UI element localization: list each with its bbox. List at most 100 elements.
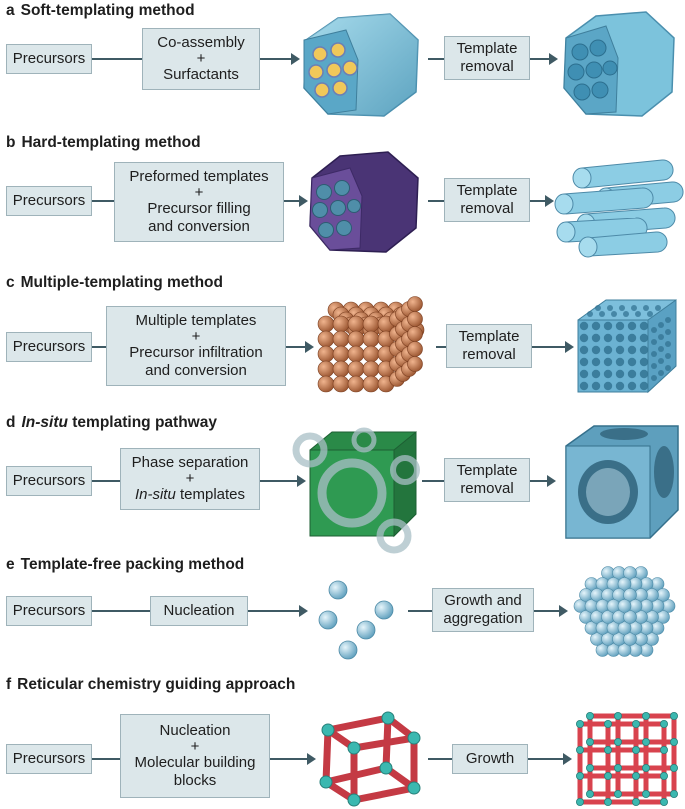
nucleation-box-e: Nucleation — [150, 596, 248, 626]
section-d-title: d In-situ templating pathway — [6, 414, 217, 432]
mof-lattice-illustration — [576, 712, 679, 807]
precursors-box-f: Precursors — [6, 744, 92, 774]
section-e-title-text: Template-free packing method — [20, 556, 245, 573]
porous-frame-illustration — [565, 425, 679, 539]
step-plus: + — [190, 738, 200, 755]
template-removal-box-a: Template removal — [444, 36, 530, 80]
precursors-box-d: Precursors — [6, 466, 92, 496]
step-line: Nucleation — [159, 722, 231, 739]
arrow — [530, 475, 556, 487]
step-line: Preformed templates — [129, 168, 269, 185]
step2-line: removal — [462, 346, 516, 363]
section-f-title-text: Reticular chemistry guiding approach — [17, 676, 296, 693]
section-e-title: e Template-free packing method — [6, 556, 244, 574]
step-after-italic: templates — [175, 486, 246, 503]
arrow — [270, 753, 316, 765]
step-line: In-situ templates — [135, 486, 245, 504]
step2-line: Template — [456, 40, 518, 57]
arrow — [528, 753, 572, 765]
step-box-f: Nucleation + Molecular building blocks — [120, 714, 270, 798]
arrow — [260, 475, 306, 487]
step-box-d: Phase separation + In-situ templates — [120, 448, 260, 510]
precursors-label: Precursors — [12, 338, 86, 355]
precursors-label: Precursors — [12, 472, 86, 489]
arrow — [284, 195, 308, 207]
step2-line: Template — [456, 462, 518, 479]
precursors-label: Precursors — [12, 192, 86, 209]
step-line: Nucleation — [163, 602, 235, 619]
section-d-title-text: templating pathway — [67, 414, 217, 431]
precursors-box-b: Precursors — [6, 186, 92, 216]
connector-line — [428, 58, 444, 60]
connector-line — [422, 480, 444, 482]
arrow — [530, 53, 558, 65]
section-c-title-text: Multiple-templating method — [20, 274, 223, 291]
step-plus: + — [191, 328, 201, 345]
step-plus: + — [185, 470, 195, 487]
arrow — [530, 195, 554, 207]
connector-line — [92, 610, 150, 612]
section-a-title-text: Soft-templating method — [20, 2, 195, 19]
step-box-a: Co-assembly + Surfactants — [142, 28, 260, 90]
mof-cage-illustration — [319, 711, 421, 807]
section-b-title-text: Hard-templating method — [21, 134, 201, 151]
step-line: Multiple templates — [135, 312, 257, 329]
step-line: Molecular building — [134, 754, 256, 771]
step2-line: aggregation — [443, 610, 523, 627]
section-b: b Hard-templating method Precursors Prefo… — [0, 132, 685, 272]
step2-line: Growth and — [444, 592, 522, 609]
section-c-letter: c — [6, 274, 15, 291]
step-line: blocks — [173, 772, 217, 789]
step-line: and conversion — [145, 362, 247, 379]
step-plus: + — [196, 50, 206, 67]
connector-line — [92, 758, 120, 760]
precursors-box-c: Precursors — [6, 332, 92, 362]
section-e-letter: e — [6, 556, 15, 573]
step-line: Precursor infiltration — [129, 344, 263, 361]
step-box-c: Multiple templates + Precursor infiltrat… — [106, 306, 286, 386]
section-c: c Multiple-templating method Precursors M… — [0, 272, 685, 412]
template-removal-box-d: Template removal — [444, 458, 530, 502]
step2-line: removal — [460, 480, 514, 497]
inverse-opal-cube-illustration — [577, 299, 677, 394]
section-f: f Reticular chemistry guiding approach Pr… — [0, 672, 685, 809]
connector-line — [92, 200, 114, 202]
connector-line — [92, 58, 142, 60]
section-f-title: f Reticular chemistry guiding approach — [6, 676, 295, 694]
section-a: a Soft-templating method Precursors Co-as… — [0, 0, 685, 132]
arrow — [532, 341, 574, 353]
arrow — [260, 53, 300, 65]
section-b-title: b Hard-templating method — [6, 134, 201, 152]
section-f-letter: f — [6, 676, 12, 693]
green-phase-cube-illustration — [292, 427, 420, 554]
step2-line: removal — [460, 58, 514, 75]
connector-line — [92, 346, 106, 348]
rod-bundle-illustration — [554, 159, 684, 258]
nuclei-spheres-illustration — [318, 580, 394, 660]
section-d-letter: d — [6, 414, 16, 431]
connector-line — [408, 610, 432, 612]
section-b-letter: b — [6, 134, 16, 151]
step-italic: In-situ — [134, 486, 176, 503]
step-line: Phase separation — [131, 454, 249, 471]
connector-line — [92, 480, 120, 482]
section-d-title-italic: In-situ — [21, 414, 68, 431]
connector-line — [428, 758, 452, 760]
step-box-b: Preformed templates + Precursor filling … — [114, 162, 284, 242]
arrow — [534, 605, 568, 617]
section-a-letter: a — [6, 2, 15, 19]
sphere-aggregate-illustration — [573, 566, 676, 657]
section-e: e Template-free packing method Precursors… — [0, 552, 685, 672]
step2-line: removal — [460, 200, 514, 217]
connector-line — [428, 200, 444, 202]
precursors-box-a: Precursors — [6, 44, 92, 74]
step2-line: Template — [458, 328, 520, 345]
step2-line: Growth — [465, 750, 515, 767]
step-line: Surfactants — [163, 66, 239, 83]
precursors-box-e: Precursors — [6, 596, 92, 626]
precursors-label: Precursors — [12, 602, 86, 619]
porous-hexagon-illustration — [563, 11, 675, 117]
sphere-cube-illustration — [317, 296, 425, 393]
template-removal-box-c: Template removal — [446, 324, 532, 368]
